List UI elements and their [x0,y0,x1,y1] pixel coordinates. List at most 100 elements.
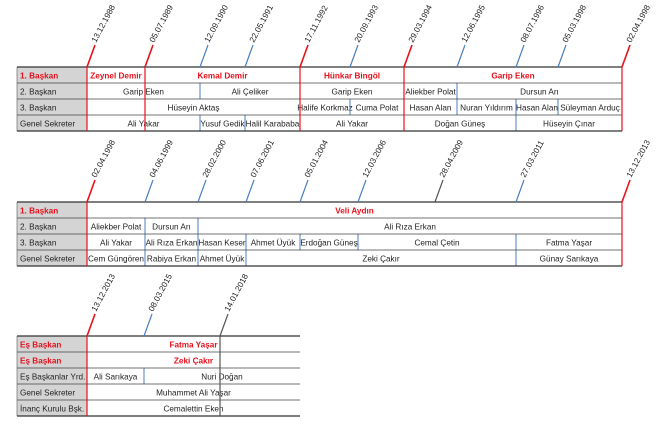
date-tick [299,44,309,68]
date-label: 05.01.2004 [303,138,330,179]
cell-name: Fatma Yaşar [169,341,218,350]
row-label: 3. Başkan [20,104,57,113]
cell-name: Ahmet Üyük [200,254,245,264]
cell-name: Fatma Yaşar [546,239,592,248]
cell-name: Ahmet Üyük [251,238,296,248]
date-label: 29.03.1994 [407,3,434,44]
cell-name: Ali Rıza Erkan [146,239,198,248]
cell-name: Aliekber Polat [91,223,142,232]
row-label-bg [17,400,87,416]
date-tick [86,179,96,203]
cell-name: Hüseyin Aktaş [168,104,220,113]
cell-name: Hasan Keser [198,239,246,248]
cell-name: Nuri Doğan [201,373,243,382]
row-label: İnanç Kurulu Bşk. [20,404,84,414]
cell-name: Günay Sarıkaya [540,255,599,264]
row-label: Genel Sekreter [20,389,75,398]
date-tick [197,179,207,203]
cell-name: Ali Yakar [336,120,368,129]
cell-name: Ali Sarıkaya [94,373,138,382]
date-label: 04.06.1999 [148,138,175,179]
row-label-bg [17,250,87,266]
cell-name: Cemal Çetin [414,239,459,248]
row-label-bg [17,67,87,83]
date-label: 14.01.2018 [223,272,250,313]
row-label-bg [17,234,87,250]
row-label-bg [17,218,87,234]
date-tick [199,44,209,68]
date-tick [244,44,254,68]
date-label: 12.09.1990 [203,3,230,44]
cell-name: Zeki Çakır [362,255,400,264]
cell-name: Doğan Güneş [435,120,486,129]
cell-name: Hasan Alan [516,104,558,113]
date-tick [349,44,359,68]
date-label: 05.07.1989 [148,3,175,44]
date-label: 13.12.2013 [90,272,117,313]
date-label: 07.06.2001 [249,138,276,179]
date-tick [299,179,309,203]
date-label: 08.07.1996 [519,3,546,44]
row-label-bg [17,368,87,384]
cell-name: Cuma Polat [356,104,400,113]
date-label: 02.04.1998 [625,3,652,44]
cell-name: Dursun Arı [152,223,191,232]
date-tick [357,179,367,203]
date-label: 27.03.2011 [519,139,546,179]
date-tick [515,179,525,203]
row-label-bg [17,352,87,368]
date-tick [456,44,466,68]
date-label: 08.03.2015 [147,272,174,313]
cell-name: Dursun Arı [520,88,559,97]
cell-name: Ali Çeliker [232,88,269,97]
date-tick [245,179,255,203]
date-tick [621,44,631,68]
cell-name: Cem Güngören [88,255,144,264]
cell-name: Zeynel Demir [90,72,142,81]
row-label: 2. Başkan [20,88,57,97]
row-label: 1. Başkan [20,207,58,216]
cell-name: Ali Yakar [127,120,159,129]
date-tick [557,44,567,68]
cell-name: Muhammet Ali Yaşar [156,389,231,398]
row-label: 1. Başkan [20,72,58,81]
cell-name: Aliekber Polat [405,88,456,97]
row-label: Genel Sekreter [20,120,75,129]
cell-name: Ali Rıza Erkan [384,223,436,232]
row-label-bg [17,83,87,99]
date-label: 20.09.1993 [353,3,380,44]
row-label: Eş Başkan [20,357,61,366]
row-label: 3. Başkan [20,239,57,248]
date-label: 13.12.2013 [625,138,652,179]
date-tick [515,44,525,68]
row-label-bg [17,384,87,400]
cell-name: Hasan Alan [410,104,452,113]
date-tick [144,44,154,68]
cell-name: Hüseyin Çınar [543,120,595,129]
cell-name: Garip Eken [332,88,373,97]
date-tick [621,179,631,203]
date-label: 13.12.1988 [90,3,117,44]
date-tick [144,179,154,203]
cell-name: Veli Aydın [335,207,374,216]
date-label: 12.06.1995 [460,3,487,44]
cell-name: Garip Eken [491,72,534,81]
row-label-bg [17,336,87,352]
row-label-bg [17,99,87,115]
cell-name: Ali Yakar [100,239,132,248]
cell-name: Halife Korkmaz [297,104,353,113]
cell-name: Garip Eken [123,88,164,97]
date-tick [219,313,229,337]
cell-name: Halil Karababa [246,120,300,129]
cell-name: Yusuf Gedik [200,120,245,129]
date-label: 28.04.2009 [438,138,465,179]
cell-name: Hünkar Bingöl [324,72,380,81]
date-tick [86,313,96,337]
date-label: 02.04.1998 [90,138,117,179]
cell-name: Süleyman Arduç [560,104,620,113]
row-label: Eş Başkan [20,341,61,350]
row-label-bg [17,202,87,218]
